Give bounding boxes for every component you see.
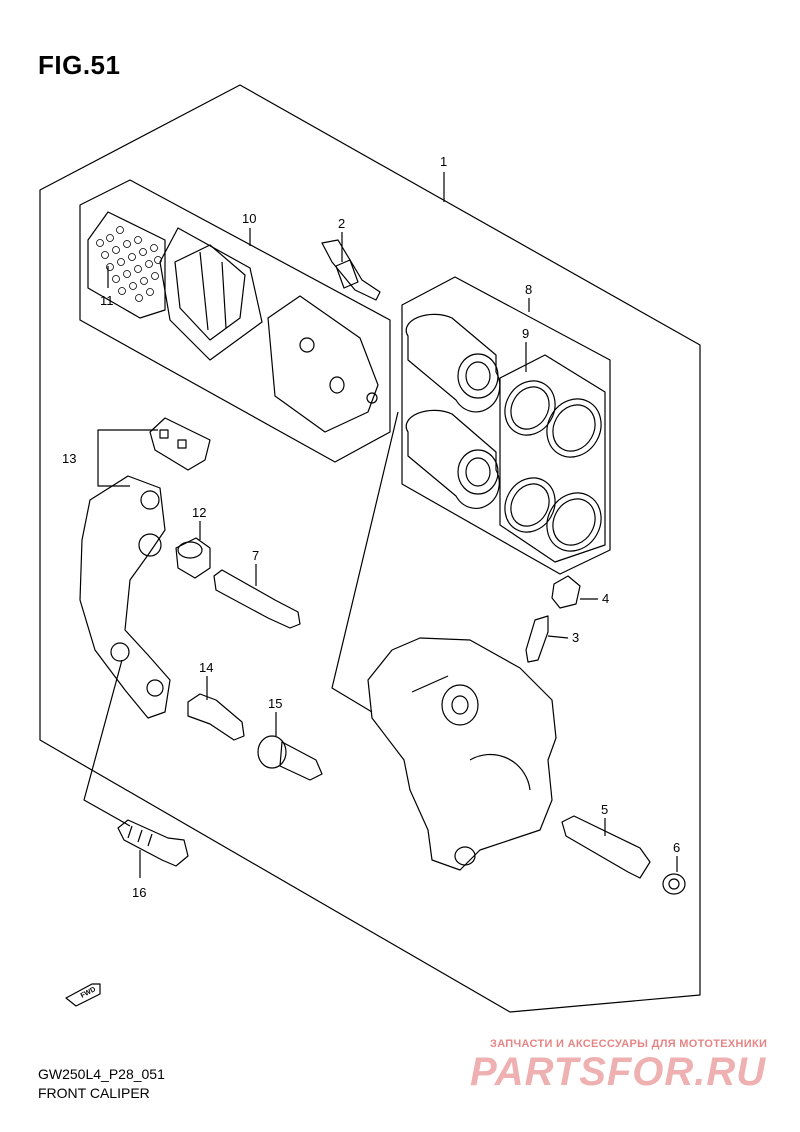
caliper-bracket <box>79 475 171 719</box>
callout-3: 3 <box>572 630 579 645</box>
part-5-pin <box>561 815 651 879</box>
callout-16: 16 <box>132 885 146 900</box>
callout-8: 8 <box>525 282 532 297</box>
callout-5: 5 <box>601 802 608 817</box>
callout-14: 14 <box>199 660 213 675</box>
part-8-piston-lower <box>405 409 500 509</box>
callout-10: 10 <box>242 211 256 226</box>
piston-kit-box <box>401 276 611 575</box>
watermark-logo: PARTSFOR.RU <box>470 1050 767 1094</box>
watermark-tagline: ЗАПЧАСТИ И АКСЕССУАРЫ ДЛЯ МОТОТЕХНИКИ <box>490 1038 768 1050</box>
part-12-boot <box>175 537 211 579</box>
part-4-cap <box>551 575 581 609</box>
part-6-cap <box>662 873 686 895</box>
callout-4: 4 <box>602 591 609 606</box>
assembly-outline <box>39 84 701 1013</box>
part-16-bolt <box>117 819 189 867</box>
part-2-clip <box>321 239 381 301</box>
figure-title: FIG.51 <box>38 50 121 80</box>
part-8-piston-upper <box>405 313 501 413</box>
part-10-pad-a <box>159 227 263 361</box>
fwd-label: FWD <box>80 986 97 1000</box>
part-15-pin <box>257 735 323 781</box>
leader-bolt-link <box>83 659 131 827</box>
part-11-shim <box>87 211 166 319</box>
callout-6: 6 <box>673 840 680 855</box>
leader-3 <box>547 635 569 639</box>
callout-7: 7 <box>252 548 259 563</box>
callout-13: 13 <box>62 451 76 466</box>
diagram-name: FRONT CALIPER <box>38 1085 150 1101</box>
part-13-retainer <box>149 417 211 471</box>
callout-15: 15 <box>268 696 282 711</box>
part-9-seals <box>504 380 602 552</box>
callout-1: 1 <box>440 154 447 169</box>
part-11-holes <box>96 226 162 302</box>
leader-13b <box>97 458 130 487</box>
callout-11: 11 <box>100 293 114 308</box>
part-14-bolt <box>187 693 245 741</box>
diagram-code: GW250L4_P28_051 <box>38 1066 165 1082</box>
leader-caliper-link <box>331 411 399 713</box>
caliper-body <box>367 637 557 871</box>
callout-9: 9 <box>522 326 529 341</box>
fwd-arrow-icon <box>65 983 101 1007</box>
callout-2: 2 <box>338 216 345 231</box>
part-3-bleeder <box>525 615 549 663</box>
part-10-pad-b <box>267 295 379 433</box>
leader-13 <box>97 429 158 458</box>
part-7-pin <box>213 569 301 629</box>
pad-kit-box <box>79 179 391 463</box>
seal-kit-box <box>499 354 606 563</box>
callout-12: 12 <box>192 505 206 520</box>
